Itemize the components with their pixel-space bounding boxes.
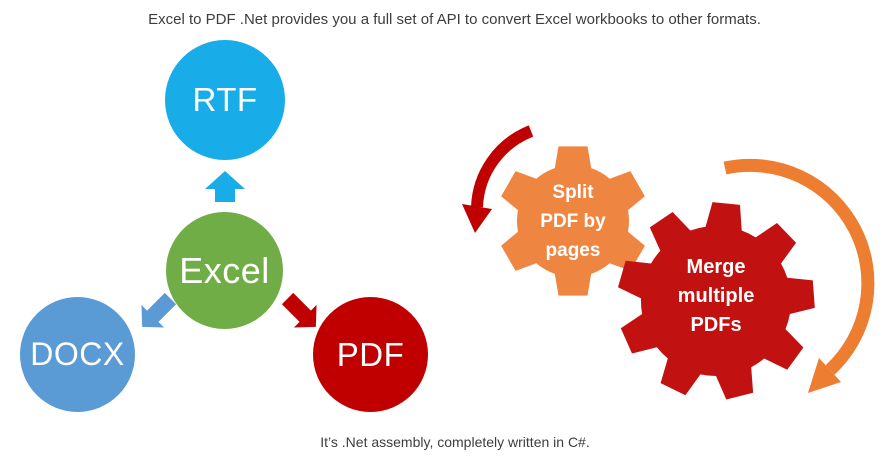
arrow-to-pdf-icon xyxy=(281,292,317,328)
split-curved-arrowhead-icon xyxy=(462,204,492,233)
merge-gear-label: Merge multiple PDFs xyxy=(636,253,796,340)
footer-note: It’s .Net assembly, completely written i… xyxy=(320,434,590,450)
merge-gear-line3: PDFs xyxy=(690,314,742,336)
arrow-up-to-rtf-icon xyxy=(205,171,245,202)
split-gear-icon xyxy=(501,146,645,296)
split-curved-arrow-icon xyxy=(471,125,534,208)
merge-curved-arrowhead-icon xyxy=(808,358,841,393)
merge-gear-line2: multiple xyxy=(677,285,755,307)
docx-circle: DOCX xyxy=(20,297,135,412)
docx-label: DOCX xyxy=(30,336,125,372)
split-gear-line1: Split xyxy=(552,182,594,203)
arrow-to-docx-icon xyxy=(141,292,177,328)
merge-gear-icon xyxy=(618,202,815,400)
merge-curved-arrow-icon xyxy=(723,158,875,375)
split-gear-line2: PDF by xyxy=(540,211,606,232)
split-gear-line3: pages xyxy=(545,240,601,261)
excel-circle: Excel xyxy=(166,212,283,329)
merge-gear-line1: Merge xyxy=(686,256,746,278)
page-title: Excel to PDF .Net provides you a full se… xyxy=(148,11,761,28)
pdf-label: PDF xyxy=(336,335,405,373)
pdf-circle: PDF xyxy=(313,297,428,412)
excel-label: Excel xyxy=(179,249,270,291)
split-gear-label: Split PDF by pages xyxy=(493,178,653,265)
rtf-circle: RTF xyxy=(165,40,285,160)
rtf-label: RTF xyxy=(192,81,258,118)
